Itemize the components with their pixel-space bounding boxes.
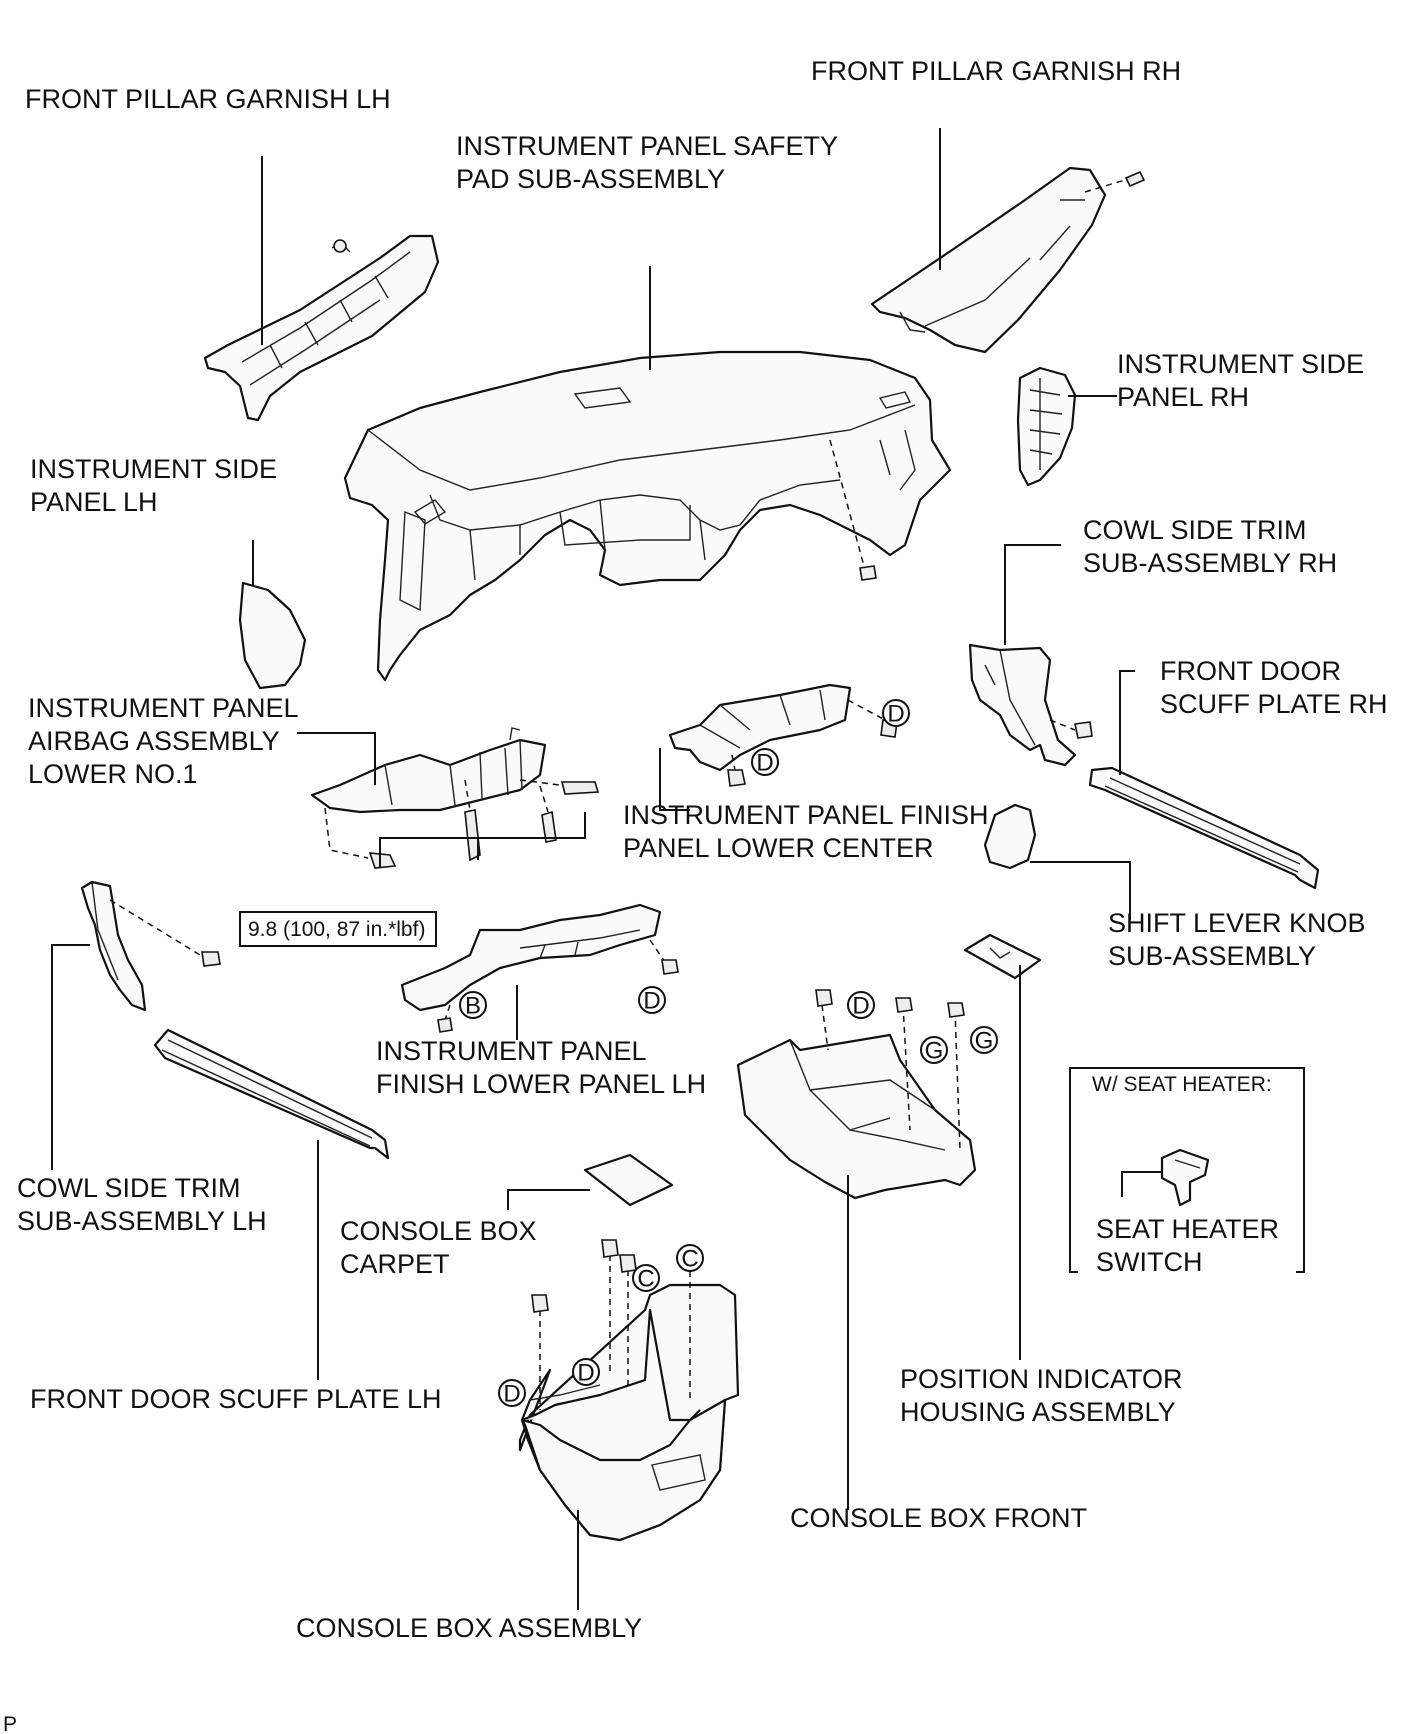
torque-spec-box: 9.8 (100, 87 in.*lbf) <box>239 911 437 947</box>
label-console-box-assembly: CONSOLE BOX ASSEMBLY <box>296 1613 642 1643</box>
label-console-box-carpet-2: CARPET <box>340 1249 450 1279</box>
label-instrument-panel-safety-pad-2: PAD SUB-ASSEMBLY <box>456 164 725 194</box>
label-position-indicator-housing-2: HOUSING ASSEMBLY <box>900 1397 1176 1427</box>
label-front-pillar-garnish-rh: FRONT PILLAR GARNISH RH <box>811 56 1181 86</box>
label-cowl-side-trim-lh-1: COWL SIDE TRIM <box>17 1173 241 1203</box>
instrument-panel-airbag-drawing <box>310 727 600 869</box>
instrument-panel-safety-pad-drawing <box>343 350 952 682</box>
front-pillar-garnish-lh-drawing <box>203 234 440 422</box>
clip-code-markers: D D B D D G G C C D D <box>459 699 998 1408</box>
label-front-pillar-garnish-lh: FRONT PILLAR GARNISH LH <box>25 84 391 114</box>
label-shift-lever-knob-1: SHIFT LEVER KNOB <box>1108 908 1366 938</box>
shift-lever-knob-drawing <box>983 803 1037 870</box>
seat-heater-box-title: W/ SEAT HEATER: <box>1092 1073 1272 1096</box>
part-labels: FRONT PILLAR GARNISH LH FRONT PILLAR GAR… <box>3 56 1388 1734</box>
clip-code-b: B <box>465 993 481 1020</box>
cowl-side-trim-rh-drawing <box>968 643 1093 767</box>
leader-lines <box>51 128 1162 1610</box>
label-instrument-panel-finish-lower-lh-1: INSTRUMENT PANEL <box>376 1036 647 1066</box>
label-front-door-scuff-plate-rh-2: SCUFF PLATE RH <box>1160 689 1388 719</box>
label-instrument-panel-safety-pad-1: INSTRUMENT PANEL SAFETY <box>456 131 838 161</box>
label-instrument-panel-airbag-2: AIRBAG ASSEMBLY <box>28 726 280 756</box>
label-instrument-side-panel-rh-2: PANEL RH <box>1117 382 1249 412</box>
instrument-side-panel-lh-drawing <box>238 581 307 690</box>
instrument-panel-finish-lower-center-drawing <box>668 683 898 787</box>
clip-code-g: G <box>975 1028 994 1055</box>
clip-code-d: D <box>577 1360 594 1387</box>
label-instrument-panel-airbag-1: INSTRUMENT PANEL <box>28 693 299 723</box>
label-cowl-side-trim-rh-1: COWL SIDE TRIM <box>1083 515 1307 545</box>
label-instrument-side-panel-lh-1: INSTRUMENT SIDE <box>30 454 277 484</box>
label-console-box-front: CONSOLE BOX FRONT <box>790 1503 1087 1533</box>
label-seat-heater-switch-2: SWITCH <box>1096 1247 1202 1277</box>
seat-heater-option-box: W/ SEAT HEATER: <box>1069 1067 1305 1273</box>
label-shift-lever-knob-2: SUB-ASSEMBLY <box>1108 941 1316 971</box>
label-instrument-side-panel-rh-1: INSTRUMENT SIDE <box>1117 349 1364 379</box>
clip-code-d: D <box>756 750 773 777</box>
front-door-scuff-plate-lh-drawing <box>153 1028 390 1160</box>
console-box-carpet-drawing <box>583 1153 674 1207</box>
label-position-indicator-housing-1: POSITION INDICATOR <box>900 1364 1183 1394</box>
torque-spec-text: 9.8 (100, 87 in.*lbf) <box>248 918 425 941</box>
instrument-side-panel-rh-drawing <box>1016 366 1077 487</box>
clip-code-c: C <box>681 1246 698 1273</box>
console-box-front-drawing <box>736 989 977 1200</box>
position-indicator-housing-drawing <box>963 933 1042 980</box>
label-seat-heater-switch-1: SEAT HEATER <box>1096 1214 1279 1244</box>
label-cowl-side-trim-rh-2: SUB-ASSEMBLY RH <box>1083 548 1337 578</box>
front-pillar-garnish-rh-drawing <box>870 166 1146 354</box>
label-front-door-scuff-plate-lh: FRONT DOOR SCUFF PLATE LH <box>30 1384 442 1414</box>
label-front-door-scuff-plate-rh-1: FRONT DOOR <box>1160 656 1341 686</box>
front-door-scuff-plate-rh-drawing <box>1088 766 1320 890</box>
label-instrument-panel-finish-lower-center-1: INSTRUMENT PANEL FINISH <box>623 800 989 830</box>
label-instrument-side-panel-lh-2: PANEL LH <box>30 487 158 517</box>
label-instrument-panel-airbag-3: LOWER NO.1 <box>28 759 198 789</box>
clip-code-c: C <box>637 1266 654 1293</box>
cowl-side-trim-lh-drawing <box>80 880 221 1012</box>
clip-code-d: D <box>503 1381 520 1408</box>
label-instrument-panel-finish-lower-lh-2: FINISH LOWER PANEL LH <box>376 1069 706 1099</box>
label-console-box-carpet-1: CONSOLE BOX <box>340 1216 537 1246</box>
clip-code-d: D <box>643 988 660 1015</box>
clip-code-d: D <box>887 701 904 728</box>
console-box-assembly-drawing <box>518 1239 740 1542</box>
clip-code-d: D <box>852 993 869 1020</box>
instrument-panel-finish-lower-lh-drawing <box>400 903 679 1033</box>
label-instrument-panel-finish-lower-center-2: PANEL LOWER CENTER <box>623 833 934 863</box>
seat-heater-switch-drawing <box>1160 1148 1210 1207</box>
label-cowl-side-trim-lh-2: SUB-ASSEMBLY LH <box>17 1206 267 1236</box>
figure-code: P <box>3 1713 17 1734</box>
clip-code-g: G <box>925 1038 944 1065</box>
